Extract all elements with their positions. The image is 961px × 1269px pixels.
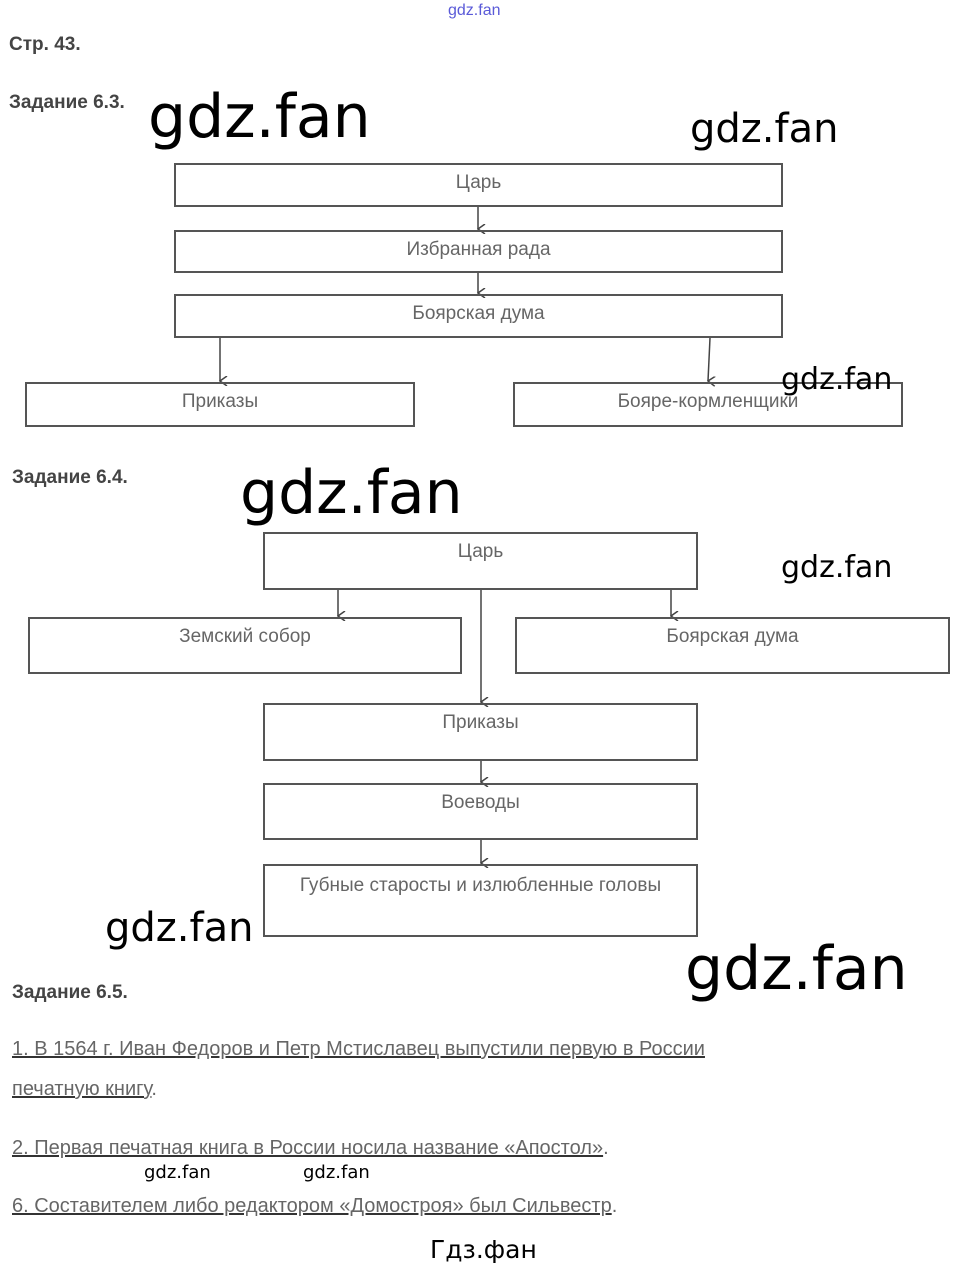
box-tsar: Царь (263, 532, 698, 590)
box-boyare-kormlenshchiki: Бояре-кормленщики (513, 382, 903, 427)
watermark: gdz.fan (144, 1162, 211, 1183)
watermark: gdz.fan (685, 934, 908, 1004)
box-izbrannaya-rada: Избранная рада (174, 230, 783, 273)
task-6-5-title: Задание 6.5. (12, 982, 128, 1003)
box-gubnye-starosty: Губные старосты и излюбленные головы (263, 864, 698, 937)
answer-1-cont: печатную книгу. (12, 1078, 157, 1100)
page-label: Стр. 43. (9, 34, 81, 55)
footer-watermark: Гдз.фан (430, 1235, 537, 1264)
box-boyar-duma: Боярская дума (515, 617, 950, 674)
task-6-4-title: Задание 6.4. (12, 467, 128, 488)
answer-1: 1. В 1564 г. Иван Федоров и Петр Мстисла… (12, 1038, 705, 1060)
watermark: gdz.fan (303, 1162, 370, 1183)
watermark: gdz.fan (781, 362, 893, 397)
task-6-3-title: Задание 6.3. (9, 92, 125, 113)
watermark: gdz.fan (240, 458, 463, 528)
watermark: gdz.fan (148, 82, 371, 152)
answer-2: 2. Первая печатная книга в России носила… (12, 1137, 609, 1159)
watermark: gdz.fan (105, 905, 254, 951)
answer-6: 6. Составителем либо редактором «Домостр… (12, 1195, 618, 1217)
box-prikazy: Приказы (25, 382, 415, 427)
box-boyar-duma: Боярская дума (174, 294, 783, 338)
watermark: gdz.fan (781, 550, 893, 585)
box-voevody: Воеводы (263, 783, 698, 840)
box-zemsky-sobor: Земский собор (28, 617, 462, 674)
box-tsar: Царь (174, 163, 783, 207)
box-prikazy: Приказы (263, 703, 698, 761)
watermark: gdz.fan (690, 106, 839, 152)
top-watermark: gdz.fan (448, 2, 501, 19)
